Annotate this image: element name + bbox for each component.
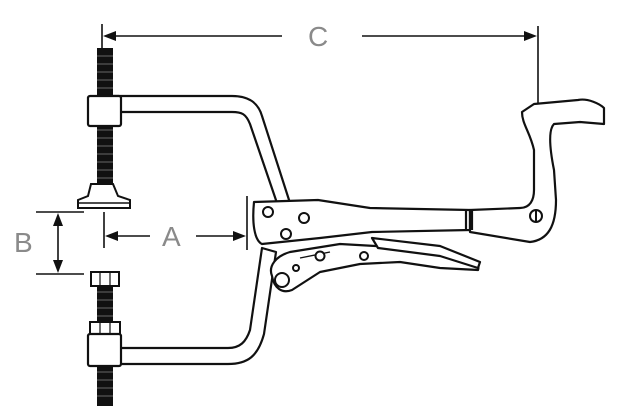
rivet [292,264,300,272]
upper-frame-arm [111,94,292,208]
dim-c-arrow-left [103,31,116,41]
dimension-b [36,211,84,275]
top-swivel-pad [77,183,131,209]
lower-frame [86,246,278,368]
dim-b-label: B [14,227,33,258]
dim-c-label: C [308,21,328,52]
lower-handle [269,236,482,293]
bottom-lock-nut [89,321,121,335]
upper-handle-sleeve [468,98,606,244]
pivot [274,272,290,288]
dim-a-label: A [162,221,181,252]
rivet [262,206,274,218]
rivet [280,228,292,240]
lower-frame-arm [111,246,278,366]
upper-handle-rivets [262,206,543,240]
upper-frame [86,94,292,208]
dim-b-arrow-bottom [53,260,63,273]
lower-frame-collar [86,332,123,368]
rivet [298,212,310,224]
rivet [314,250,326,262]
top-screw [77,48,131,209]
rivet [359,251,369,261]
upper-handle-body [252,198,472,246]
dimension-a [103,196,248,250]
upper-handle [252,98,606,246]
dim-b-arrow-top [53,213,63,226]
upper-frame-collar [86,94,123,128]
release-lever [370,236,482,270]
lower-handle-rivets [274,250,369,288]
bottom-hex-nut [90,271,120,287]
dim-a-arrow-left [105,231,118,241]
dim-a-arrow-right [233,231,246,241]
dim-c-arrow-right [524,31,537,41]
